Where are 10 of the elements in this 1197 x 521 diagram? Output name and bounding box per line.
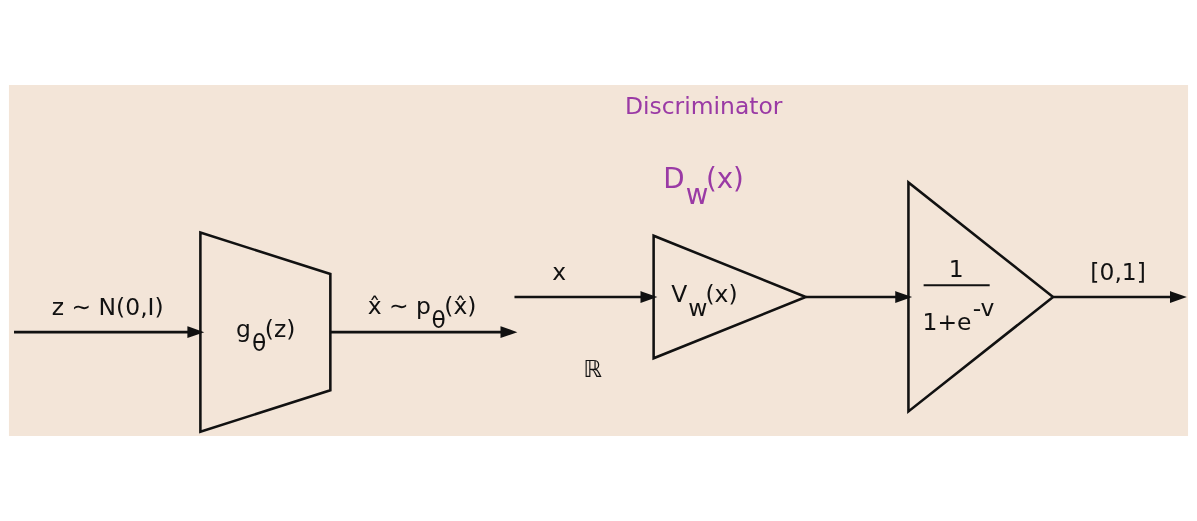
arrow	[514, 291, 658, 303]
label: Discriminator	[624, 92, 783, 121]
edge-label: [0,1]	[1090, 257, 1146, 286]
edge-label: x	[552, 257, 567, 286]
arrow	[14, 326, 205, 339]
node-label: ℝ	[583, 354, 603, 383]
edge-label: z ∼ N(0,I)	[51, 292, 164, 321]
arrow	[330, 326, 518, 339]
arrow	[806, 291, 913, 303]
arrow	[1053, 291, 1187, 303]
